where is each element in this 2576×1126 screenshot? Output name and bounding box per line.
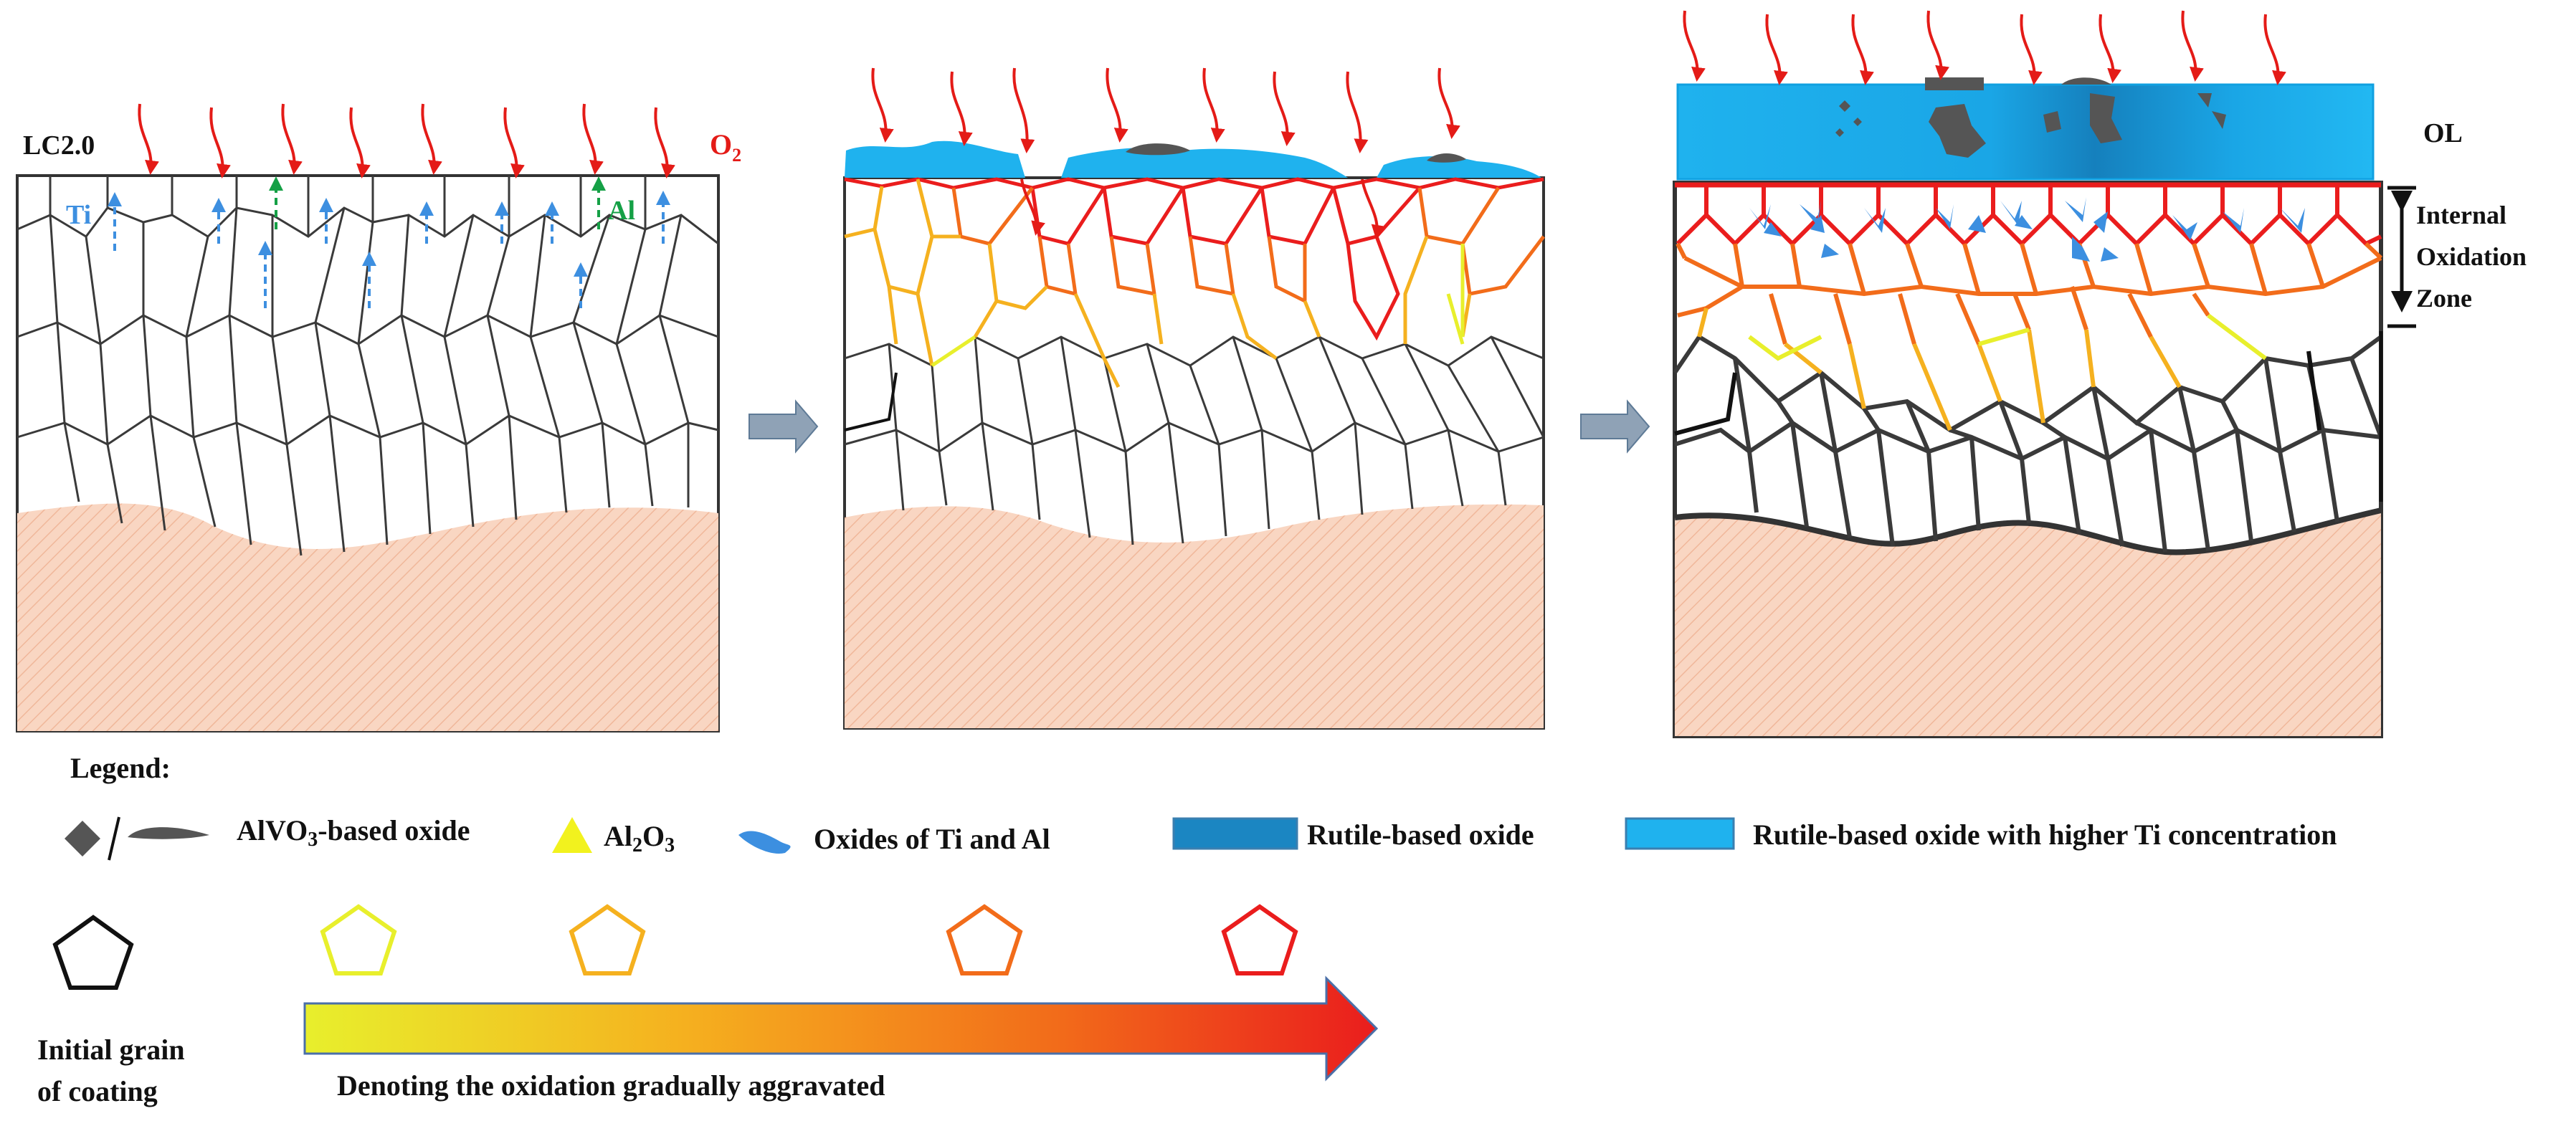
panel1-substrate <box>17 503 718 731</box>
zone-label-line-2: Oxidation <box>2416 242 2527 271</box>
al2o3-label: Al2O3 <box>604 820 675 857</box>
panel1-oxygen-arrows <box>138 103 675 178</box>
panel2-surface-oxide-right <box>1377 156 1541 178</box>
panel1-ti-diffusion-arrows <box>108 191 670 308</box>
legend-slash <box>108 816 120 861</box>
transition-arrow-2 <box>1580 399 1650 454</box>
panel2-black-grain-edge <box>844 372 898 431</box>
ol-alvo3-cluster-2 <box>2090 93 2122 143</box>
zone-label-line-1: Internal <box>2416 201 2506 229</box>
panel3-substrate <box>1675 510 2381 736</box>
rutile-high-ti-swatch <box>1625 817 1735 850</box>
panel3-grains-inner <box>1673 333 2383 553</box>
ti-al-oxide-particles <box>1749 197 2305 262</box>
sample-label: LC2.0 <box>23 130 95 161</box>
panel2-surface-oxide-left <box>845 140 1025 178</box>
panel3-black-right-edge <box>2306 350 2321 431</box>
initial-grain-label-line-2: of coating <box>37 1075 158 1107</box>
panel3-substrate-interface <box>1674 507 2382 555</box>
ti-label: Ti <box>66 200 91 230</box>
legend: Legend: AlVO3-based oxide Al2O3 Oxides o… <box>37 752 2337 1107</box>
alvo3-label: AlVO3-based oxide <box>237 814 470 851</box>
panel1-al-diffusion-arrows <box>269 176 606 229</box>
ol-alvo3-particle-2 <box>2061 77 2111 85</box>
initial-grain-pentagon-icon <box>52 915 134 990</box>
rutile-label: Rutile-based oxide <box>1307 819 1534 851</box>
panel2-oxidized-grains <box>844 177 1545 388</box>
ol-alvo3-cluster-3 <box>2043 111 2061 133</box>
alvo3-diamond-icon <box>65 821 100 857</box>
zone-label-line-3: Zone <box>2416 284 2472 312</box>
rutile-swatch <box>1172 817 1298 850</box>
panel1-grains <box>16 176 719 556</box>
panel-advanced-oxidation: OL Internal Oxidation Zone <box>1673 10 2527 738</box>
panel2-alvo3-blob-2 <box>1427 153 1466 163</box>
internal-oxidation-zone-bracket <box>2379 186 2416 502</box>
stage1-pentagon-icon <box>320 904 397 975</box>
gradient-caption: Denoting the oxidation gradually aggrava… <box>337 1069 885 1102</box>
panel3-oxygen-arrows <box>1683 10 2286 85</box>
panel3-black-grain-edge <box>1674 372 1737 436</box>
al2o3-triangle-icon <box>552 817 592 853</box>
panel-initial-coating: LC2.0 O2 Ti Al <box>16 103 741 733</box>
ol-label: OL <box>2423 118 2463 148</box>
stage2-pentagon-icon <box>569 904 646 975</box>
ol-alvo3-cluster-4 <box>2197 93 2226 129</box>
panel2-substrate <box>845 504 1544 728</box>
ti-al-oxide-icon <box>738 831 791 854</box>
panel2-oxygen-arrows <box>871 67 1460 239</box>
panel2-alvo3-blob-1 <box>1126 143 1190 156</box>
rutile-high-ti-label: Rutile-based oxide with higher Ti concen… <box>1753 819 2337 851</box>
al-label: Al <box>608 196 635 226</box>
oxidation-gradient-arrow <box>303 975 1379 1082</box>
legend-title: Legend: <box>70 752 171 784</box>
panel2-surface-oxide-middle <box>1061 147 1348 178</box>
transition-arrow-1 <box>748 399 819 454</box>
stage3-pentagon-icon <box>946 904 1023 975</box>
panel3-oxidized-grains <box>1675 182 2383 431</box>
ol-alvo3-particle-1 <box>1925 77 1984 90</box>
ol-alvo3-dots <box>1835 100 1862 137</box>
ti-al-oxide-label: Oxides of Ti and Al <box>814 823 1050 855</box>
panel-early-oxidation <box>843 67 1545 730</box>
alvo3-layer-icon <box>128 827 209 839</box>
oxygen-label: O2 <box>710 128 741 166</box>
stage4-pentagon-icon <box>1221 904 1298 975</box>
initial-grain-label-line-1: Initial grain <box>37 1034 185 1066</box>
outer-oxide-layer <box>1676 83 2375 181</box>
ol-alvo3-cluster-1 <box>1929 104 1986 158</box>
